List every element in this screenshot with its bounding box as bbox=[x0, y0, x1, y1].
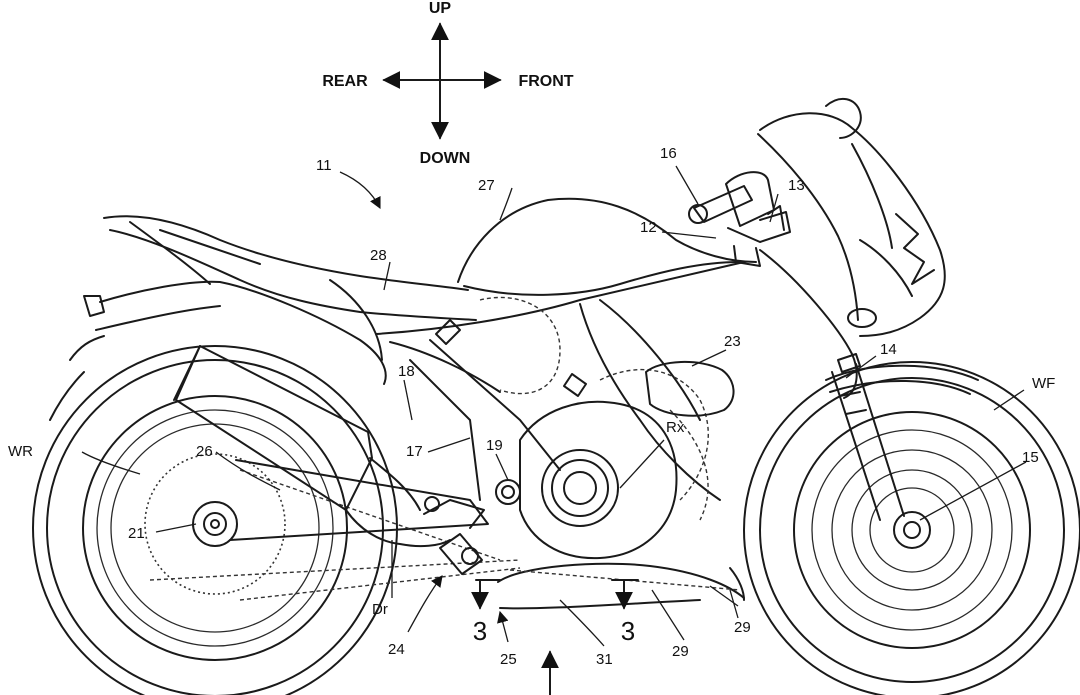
frame bbox=[375, 261, 745, 501]
label-29-lower: 29 bbox=[672, 643, 689, 660]
label-wf: WF bbox=[1032, 375, 1055, 392]
swingarm bbox=[149, 459, 521, 601]
reference-labels: 11 12 13 14 15 16 17 18 19 21 23 24 25 2… bbox=[8, 145, 1055, 668]
label-17: 17 bbox=[406, 443, 423, 460]
front-wheel bbox=[743, 361, 1080, 695]
leader-lines bbox=[81, 165, 1027, 647]
lower-exhaust bbox=[497, 562, 745, 610]
section-label-left: 3 bbox=[473, 616, 487, 646]
label-15: 15 bbox=[1022, 449, 1039, 466]
section-line: 3 3 bbox=[471, 579, 639, 695]
label-dr: Dr bbox=[372, 601, 388, 618]
front-fork bbox=[825, 353, 979, 521]
label-29-upper: 29 bbox=[734, 619, 751, 636]
direction-down-label: DOWN bbox=[420, 150, 471, 167]
label-rx: Rx bbox=[666, 419, 685, 436]
front-fairing bbox=[757, 97, 946, 399]
seat bbox=[103, 215, 477, 321]
direction-front-label: FRONT bbox=[518, 73, 573, 90]
label-23: 23 bbox=[724, 333, 741, 350]
label-14: 14 bbox=[880, 341, 897, 358]
label-25: 25 bbox=[500, 651, 517, 668]
fuel-tank bbox=[457, 197, 757, 296]
label-26: 26 bbox=[196, 443, 213, 460]
section-label-right: 3 bbox=[621, 616, 635, 646]
label-27: 27 bbox=[478, 177, 495, 194]
rear-shock bbox=[423, 496, 485, 575]
rear-wheel bbox=[32, 345, 398, 695]
label-wr: WR bbox=[8, 443, 33, 460]
rear-cowl bbox=[49, 279, 387, 421]
engine bbox=[479, 296, 735, 560]
label-16: 16 bbox=[660, 145, 677, 162]
label-31: 31 bbox=[596, 651, 613, 668]
label-12: 12 bbox=[640, 219, 657, 236]
handlebar-assembly bbox=[688, 171, 791, 267]
muffler bbox=[173, 345, 451, 548]
label-18: 18 bbox=[398, 363, 415, 380]
label-28: 28 bbox=[370, 247, 387, 264]
direction-indicator: UP DOWN REAR FRONT bbox=[322, 0, 573, 167]
label-24: 24 bbox=[388, 641, 405, 658]
direction-rear-label: REAR bbox=[322, 73, 368, 90]
direction-up-label: UP bbox=[429, 0, 452, 17]
label-19: 19 bbox=[486, 437, 503, 454]
label-11: 11 bbox=[316, 157, 332, 174]
label-21: 21 bbox=[128, 525, 145, 542]
label-13: 13 bbox=[788, 177, 805, 194]
